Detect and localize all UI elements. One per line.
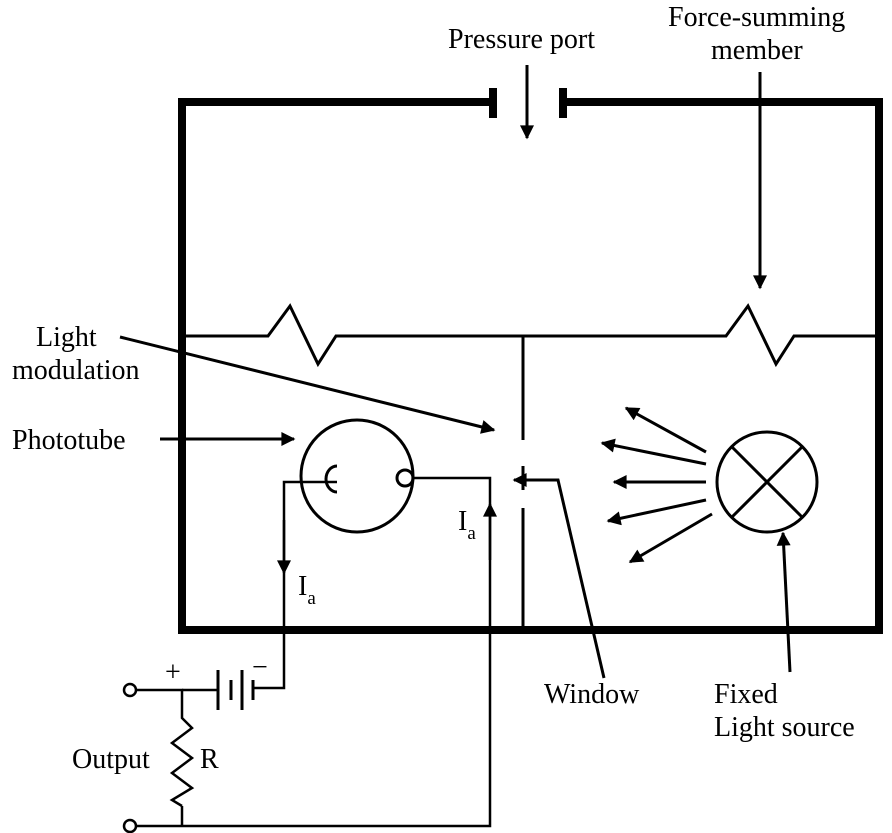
fixed-light-source-arrow — [776, 531, 792, 673]
phototube-cathode — [324, 464, 338, 494]
circuit-wiring — [137, 476, 497, 828]
current-label-anode: Ia — [458, 506, 476, 544]
current-label-cathode: Ia — [298, 571, 316, 609]
output-terminal-top — [122, 682, 138, 698]
battery — [216, 670, 255, 710]
force-summing-diaphragm — [182, 303, 879, 368]
battery-minus-label: − — [252, 652, 268, 683]
fixed-light-source-label-line1: Fixed — [714, 679, 778, 710]
light-modulation-label-line2: modulation — [12, 355, 140, 386]
window-arrow — [512, 473, 606, 679]
fixed-light-source — [715, 430, 819, 534]
light-modulation-label-line1: Light — [36, 322, 97, 353]
fixed-light-source-label-line2: Light source — [714, 712, 855, 743]
resistor-r — [169, 708, 195, 808]
force-summing-label-line1: Force-summing — [668, 2, 845, 33]
resistor-label: R — [200, 744, 219, 775]
light-rays — [600, 406, 713, 564]
output-terminal-bottom — [122, 818, 138, 833]
battery-plus-label: + — [165, 657, 181, 688]
force-summing-label-line2: member — [711, 35, 803, 66]
window-label: Window — [544, 679, 640, 710]
pressure-port-label: Pressure port — [448, 24, 595, 55]
housing — [178, 88, 883, 634]
phototube-anode — [395, 468, 415, 488]
output-label: Output — [72, 744, 150, 775]
light-modulation-arrow — [119, 335, 496, 434]
phototube-label: Phototube — [12, 425, 126, 456]
